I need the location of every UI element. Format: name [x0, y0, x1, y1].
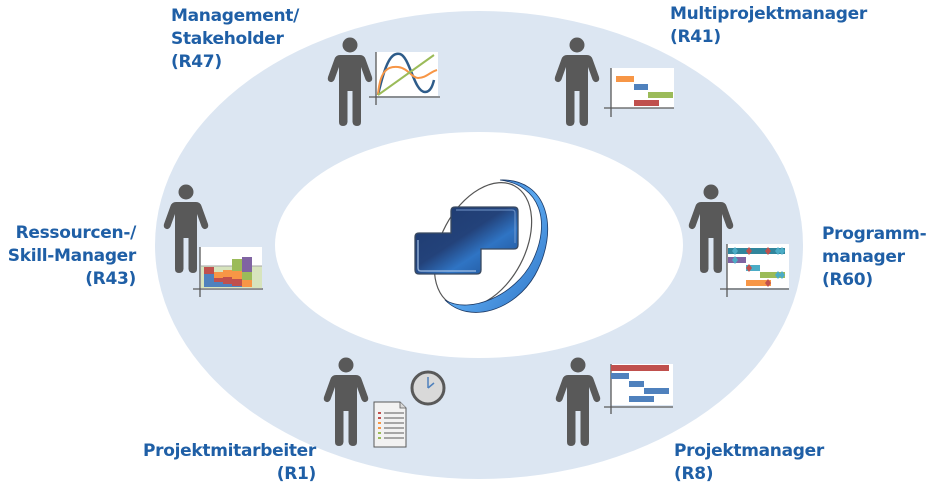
role-projektmanager-icons	[555, 357, 673, 446]
product-logo-icon	[414, 179, 548, 313]
role-label-management: Management/ Stakeholder (R47)	[171, 5, 299, 74]
role-label-line: Stakeholder	[171, 29, 284, 49]
role-label-line: Multiprojektmanager	[670, 4, 867, 24]
role-label-line: Ressourcen-/	[15, 223, 137, 243]
role-label-line: Projektmitarbeiter	[142, 441, 316, 461]
line-chart-icon	[369, 52, 440, 105]
role-label-line: Projektmanager	[674, 441, 824, 461]
stacked-bar-chart-icon	[193, 247, 263, 297]
role-programm-icons	[688, 184, 789, 297]
gantt-chart-icon	[604, 68, 674, 117]
role-label-line: Management/	[171, 6, 300, 26]
role-label-programm: Programm- manager (R60)	[822, 223, 927, 292]
role-code: (R47)	[171, 52, 222, 72]
role-code: (R41)	[670, 27, 721, 47]
role-label-projektmanager: Projektmanager (R8)	[674, 440, 824, 486]
role-code: (R1)	[276, 464, 317, 484]
milestone-gantt-icon	[720, 244, 789, 297]
role-code: (R60)	[822, 270, 873, 290]
task-list-icon	[373, 401, 407, 448]
role-projektmitarbeiter-icons	[323, 357, 446, 448]
role-label-ressourcen: Ressourcen-/ Skill-Manager (R43)	[7, 222, 137, 291]
role-ressourcen-icons	[163, 184, 263, 297]
role-management-icons	[327, 37, 440, 126]
role-multiprojekt-icons	[554, 37, 674, 126]
role-label-multiprojekt: Multiprojektmanager (R41)	[670, 3, 867, 49]
role-label-line: Programm-	[822, 224, 927, 244]
role-label-line: Skill-Manager	[7, 246, 137, 266]
role-code: (R43)	[85, 269, 136, 289]
role-label-line: manager	[822, 247, 905, 267]
project-gantt-icon	[604, 364, 673, 414]
clock-icon	[410, 370, 446, 406]
role-code: (R8)	[674, 464, 714, 484]
role-label-projektmitarbeiter: Projektmitarbeiter (R1)	[143, 440, 316, 486]
